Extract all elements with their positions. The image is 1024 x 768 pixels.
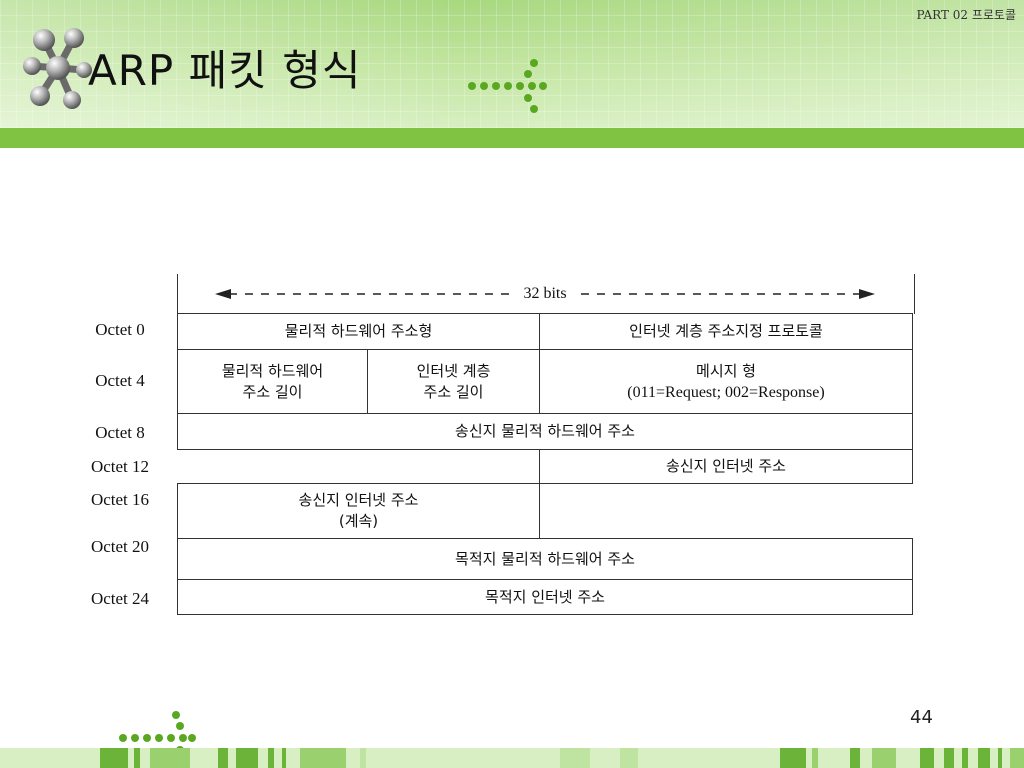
field-hardware-length: 물리적 하드웨어 주소 길이 <box>177 349 368 414</box>
field-target-ip-address-text: 목적지 인터넷 주소 <box>485 587 605 606</box>
field-hardware-length-line1: 물리적 하드웨어 <box>221 361 324 380</box>
header-accent-bar <box>0 128 1024 148</box>
header-fade <box>0 0 1024 128</box>
octet-label-8: Octet 8 <box>95 423 145 442</box>
field-protocol-length-line1: 인터넷 계층 <box>416 361 491 380</box>
octet-label-24: Octet 24 <box>90 589 150 608</box>
field-protocol-length: 인터넷 계층 주소 길이 <box>367 349 540 414</box>
octet-label-20: Octet 20 <box>90 537 150 556</box>
field-hardware-type: 물리적 하드웨어 주소형 <box>177 313 540 350</box>
octet-label-0: Octet 0 <box>95 320 145 339</box>
field-sender-ip-address-cont-line2: (계속) <box>338 512 379 530</box>
bits-frame <box>177 274 915 314</box>
dotted-arrow-icon <box>468 59 547 113</box>
octet-label-16: Octet 16 <box>90 490 150 509</box>
page-number: 44 <box>910 707 933 728</box>
field-protocol-type-text: 인터넷 계층 주소지정 프로토콜 <box>629 322 823 340</box>
bits-label-wrap: 32 bits <box>215 284 875 304</box>
octet-label-12: Octet 12 <box>90 457 150 476</box>
field-operation: 메시지 형 (011=Request; 002=Response) <box>539 349 913 414</box>
field-hardware-type-text: 물리적 하드웨어 주소형 <box>284 322 433 340</box>
field-target-ip-address: 목적지 인터넷 주소 <box>177 579 913 615</box>
field-protocol-length-line2: 주소 길이 <box>423 382 484 401</box>
field-operation-line2: (011=Request; 002=Response) <box>627 383 825 401</box>
header-banner: PART 02 프로토콜 ARP 패킷 형식 <box>0 0 1024 128</box>
field-target-hardware-address: 목적지 물리적 하드웨어 주소 <box>177 538 913 580</box>
field-operation-line1: 메시지 형 <box>696 361 756 380</box>
bits-label: 32 bits <box>513 285 577 302</box>
field-sender-hardware-address: 송신지 물리적 하드웨어 주소 <box>177 413 913 450</box>
footer-decoration <box>0 748 1024 768</box>
field-sender-ip-address-text: 송신지 인터넷 주소 <box>666 457 786 475</box>
molecule-logo-icon <box>23 28 92 109</box>
field-target-hardware-address-text: 목적지 물리적 하드웨어 주소 <box>455 549 635 568</box>
field-sender-ip-address: 송신지 인터넷 주소 <box>539 449 913 484</box>
octet-label-4: Octet 4 <box>95 371 145 390</box>
field-sender-ip-address-cont: 송신지 인터넷 주소 (계속) <box>177 483 540 539</box>
field-protocol-type: 인터넷 계층 주소지정 프로토콜 <box>539 313 913 350</box>
field-sender-hardware-address-text: 송신지 물리적 하드웨어 주소 <box>455 422 635 440</box>
width-arrow <box>215 289 875 299</box>
bits-width-indicator: 32 bits <box>215 284 875 304</box>
field-sender-ip-address-cont-line1: 송신지 인터넷 주소 <box>298 491 419 509</box>
field-hardware-length-line2: 주소 길이 <box>242 382 303 401</box>
part-label: PART 02 프로토콜 <box>916 8 1016 22</box>
page-title: ARP 패킷 형식 <box>88 46 362 95</box>
